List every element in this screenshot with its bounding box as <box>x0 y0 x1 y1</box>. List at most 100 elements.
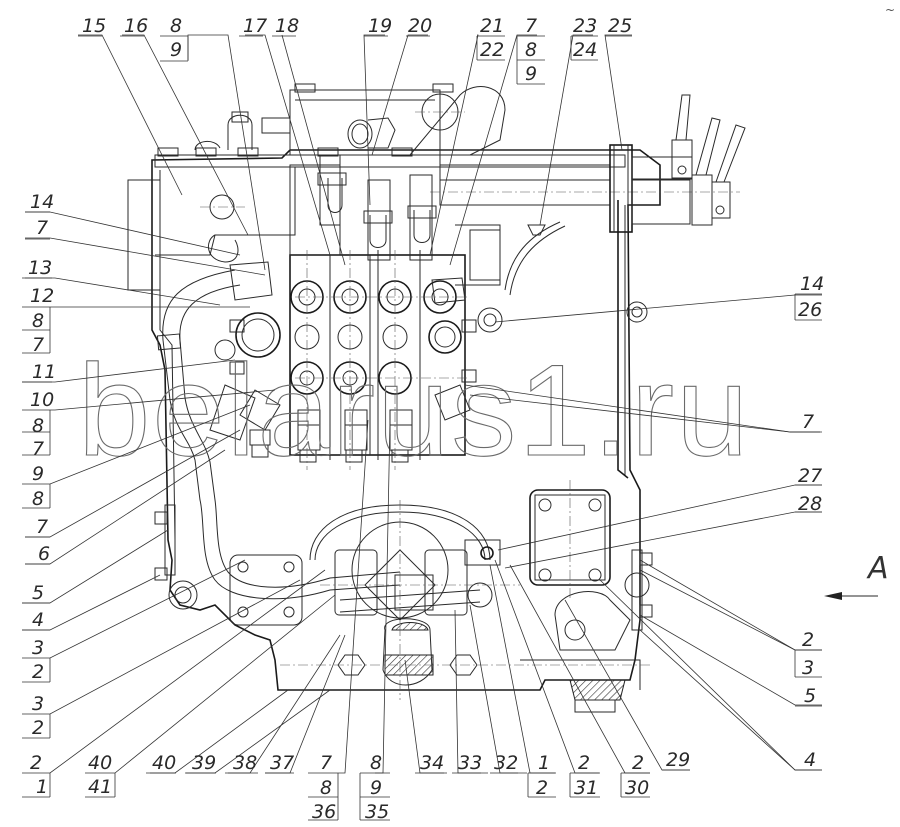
callout-37: 37 <box>265 752 294 774</box>
svg-text:38: 38 <box>233 752 257 774</box>
callout-7-left-a: 7 <box>25 217 50 240</box>
svg-text:24: 24 <box>573 39 597 61</box>
svg-text:12: 12 <box>30 285 54 307</box>
callout-18: 18 <box>272 15 299 37</box>
svg-text:21: 21 <box>480 15 504 37</box>
svg-text:9: 9 <box>525 63 537 85</box>
callout-34: 34 <box>415 752 444 774</box>
svg-text:40: 40 <box>152 752 176 774</box>
svg-text:3: 3 <box>32 693 44 715</box>
callout-28: 28 <box>795 493 822 515</box>
svg-text:4: 4 <box>804 749 816 771</box>
svg-text:9: 9 <box>32 463 44 485</box>
callout-5-right: 5 <box>795 685 822 707</box>
callout-7-right: 7 <box>790 411 822 433</box>
svg-text:39: 39 <box>192 752 216 774</box>
svg-text:8: 8 <box>32 488 44 510</box>
callout-labels: 15 16 8 9 17 18 19 20 <box>22 15 824 823</box>
svg-text:30: 30 <box>625 777 649 799</box>
svg-text:7: 7 <box>32 438 44 460</box>
callout-11: 11 <box>22 361 56 383</box>
svg-text:29: 29 <box>666 749 690 771</box>
callout-4-right: 4 <box>795 749 822 771</box>
svg-text:2: 2 <box>32 717 44 739</box>
svg-text:25: 25 <box>608 15 632 37</box>
svg-text:8: 8 <box>370 752 382 774</box>
callout-8-9-35: 8 9 35 <box>359 752 390 823</box>
svg-text:40: 40 <box>88 752 112 774</box>
svg-text:7: 7 <box>525 15 537 37</box>
svg-text:3: 3 <box>32 637 44 659</box>
svg-text:11: 11 <box>32 361 56 383</box>
callout-19: 19 <box>364 15 392 37</box>
svg-text:8: 8 <box>32 310 44 332</box>
callout-3-2-b: 3 2 <box>22 693 51 739</box>
svg-text:2: 2 <box>30 752 42 774</box>
svg-text:2: 2 <box>536 777 548 799</box>
view-a-label: A <box>866 551 889 586</box>
callout-13: 13 <box>22 257 52 279</box>
callout-8-9: 8 9 <box>160 15 189 62</box>
svg-text:16: 16 <box>124 15 148 37</box>
callout-5-left: 5 <box>22 582 50 604</box>
svg-text:41: 41 <box>88 776 112 798</box>
boss-right <box>624 572 650 598</box>
svg-text:7: 7 <box>36 217 48 239</box>
svg-text:13: 13 <box>28 257 52 279</box>
callout-33: 33 <box>452 752 482 774</box>
callout-40-41: 40 41 <box>85 752 116 798</box>
svg-text:23: 23 <box>573 15 597 37</box>
svg-text:8: 8 <box>525 39 537 61</box>
top-bolts <box>157 83 454 157</box>
plug-right <box>626 301 648 323</box>
callout-32: 32 <box>490 752 518 774</box>
callout-29: 29 <box>662 749 690 771</box>
svg-text:26: 26 <box>798 299 822 321</box>
svg-text:10: 10 <box>30 389 54 411</box>
callout-1-2: 1 2 <box>527 752 556 799</box>
svg-text:20: 20 <box>408 15 432 37</box>
svg-text:7: 7 <box>36 516 48 538</box>
svg-text:7: 7 <box>320 752 332 774</box>
svg-text:19: 19 <box>368 15 392 37</box>
view-a-marker: A <box>824 551 889 600</box>
callout-12-8-7: 12 8 7 <box>22 285 54 356</box>
tube-assembly <box>430 94 746 296</box>
callout-14-26: 14 26 <box>794 273 824 321</box>
svg-text:3: 3 <box>802 657 814 679</box>
svg-text:28: 28 <box>798 493 822 515</box>
hose-left <box>156 269 401 600</box>
callout-27: 27 <box>795 465 822 487</box>
svg-text:8: 8 <box>170 15 182 37</box>
view-a-arrow-head <box>824 592 842 600</box>
callout-23-24: 23 24 <box>570 15 598 61</box>
callout-6: 6 <box>25 543 50 565</box>
svg-text:8: 8 <box>32 415 44 437</box>
callout-4-left: 4 <box>22 609 50 631</box>
svg-text:1: 1 <box>538 752 550 774</box>
callout-25: 25 <box>605 15 632 37</box>
svg-text:5: 5 <box>804 685 816 707</box>
svg-text:9: 9 <box>370 777 382 799</box>
svg-text:2: 2 <box>802 629 814 651</box>
callout-2-1: 2 1 <box>22 752 51 798</box>
callout-40: 40 <box>146 752 176 774</box>
housing <box>127 83 661 691</box>
svg-text:17: 17 <box>243 15 267 37</box>
svg-text:2: 2 <box>32 661 44 683</box>
svg-text:34: 34 <box>420 752 444 774</box>
svg-text:36: 36 <box>312 801 336 823</box>
svg-text:7: 7 <box>802 411 814 433</box>
svg-text:14: 14 <box>800 273 824 295</box>
callout-3-2-a: 3 2 <box>22 637 51 683</box>
svg-text:2: 2 <box>578 752 590 774</box>
callout-2-3-right: 2 3 <box>794 629 822 679</box>
svg-text:31: 31 <box>574 777 598 799</box>
callout-9-8: 9 8 <box>22 463 51 510</box>
svg-text:35: 35 <box>365 801 389 823</box>
callout-21-22: 21 22 <box>476 15 505 61</box>
pump-housing <box>154 480 653 713</box>
callout-2-31: 2 31 <box>569 752 600 799</box>
callout-15: 15 <box>78 15 106 37</box>
callout-14-left: 14 <box>25 191 54 213</box>
